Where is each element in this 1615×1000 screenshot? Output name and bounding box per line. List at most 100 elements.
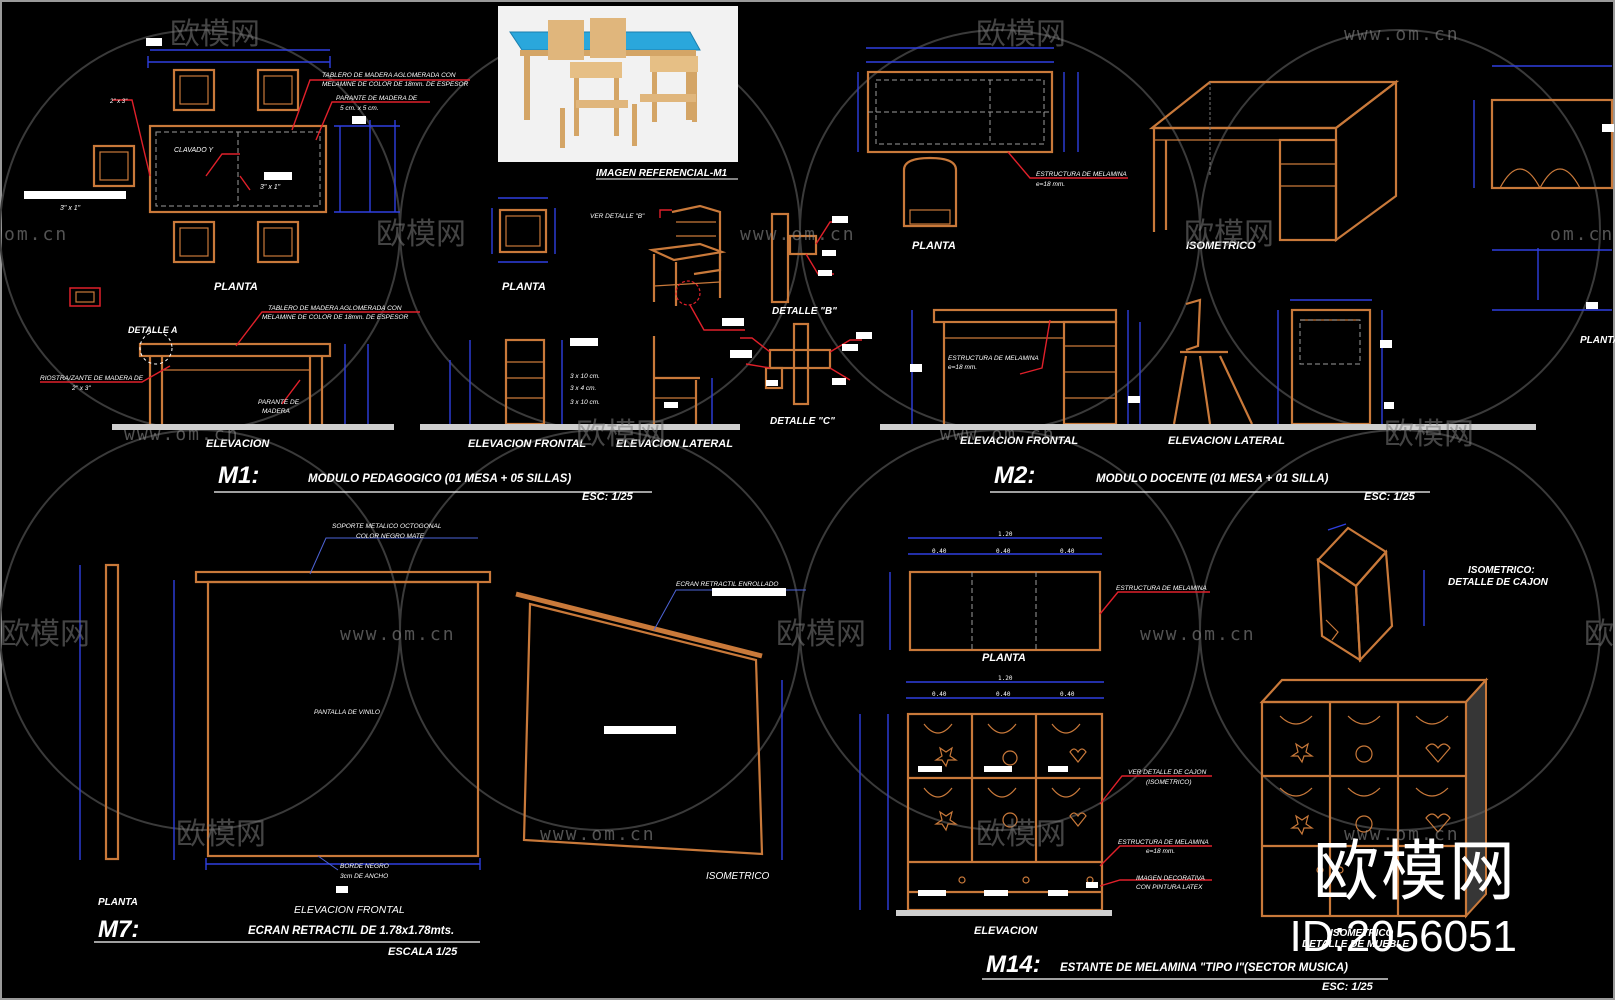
m1-note-riostra-2: 2" x 3": [71, 385, 91, 392]
m1-elevacion-label: ELEVACION: [206, 438, 270, 450]
m1-dim-c: 3 x 10 cm.: [570, 399, 600, 406]
m14-drawer-iso: [1316, 523, 1425, 663]
m14-dim-total-elev: 1.20: [998, 675, 1013, 682]
m14-note-ver-detalle-2: (ISOMETRICO): [1146, 779, 1192, 786]
watermark-brand-3: 欧模网: [376, 217, 466, 252]
watermark-url-10: www.om.cn: [1344, 824, 1460, 845]
watermark-brand-6: 欧模网: [1384, 417, 1474, 452]
brand-logo-text: 欧模网: [1313, 833, 1517, 910]
watermark-brand-11: 欧模网: [976, 817, 1066, 852]
m1-detalle-b-label: DETALLE "B": [772, 306, 837, 317]
m14-note-ver-detalle: VER DETALLE DE CAJON: [1128, 769, 1207, 776]
m7-title: ECRAN RETRACTIL DE 1.78x1.78mts.: [248, 925, 454, 937]
m1-note-riostra: RIOSTRA/ZANTE DE MADERA DE: [40, 375, 144, 382]
m2-scale: ESC: 1/25: [1364, 491, 1416, 503]
watermark-text: 欧模网 欧模网 www.om.cn om.cn 欧模网 www.om.cn 欧模…: [0, 17, 1615, 852]
m1-table-plan: [92, 49, 470, 264]
reference-photo: [498, 6, 738, 162]
m7-note-pantalla: PANTALLA DE VINILO: [314, 709, 380, 716]
watermark-url-9: www.om.cn: [540, 824, 656, 845]
m2-desk-iso: [1148, 79, 1400, 243]
m1-table-elevation: [40, 311, 420, 424]
m14-planta-label: PLANTA: [982, 652, 1026, 664]
m7-planta-label: PLANTA: [98, 897, 138, 908]
m2-elev-lateral-label: ELEVACION LATERAL: [1168, 435, 1285, 447]
m1-note-sec3: 2" x 3": [109, 99, 128, 105]
watermark-brand-2: 欧模网: [976, 17, 1066, 52]
m2-note-estructura: ESTRUCTURA DE MELAMINA: [1036, 171, 1127, 178]
m7-elev-frontal-label: ELEVACION FRONTAL: [294, 904, 405, 916]
m2-title: MODULO DOCENTE (01 MESA + 01 SILLA): [1096, 473, 1329, 485]
m14-furniture-iso: [1259, 677, 1489, 919]
m1-note-tablero-elev-2: MELAMINE DE COLOR DE 18mm. DE ESPESOR: [262, 314, 409, 321]
m1-scale: ESC: 1/25: [582, 491, 634, 503]
m1-note-parante-2: 5 cm. x 5 cm.: [340, 105, 379, 112]
reference-photo-label: IMAGEN REFERENCIAL-M1: [596, 168, 728, 179]
watermark-brand-9: 欧模网: [1584, 617, 1615, 652]
m2-right-partial: [1473, 65, 1614, 311]
watermark-url-3: www.om.cn: [740, 224, 856, 245]
watermark-brand-5: 欧模网: [576, 417, 666, 452]
m1-note-tablero-2: MELAMINE DE COLOR DE 18mm. DE ESPESOR: [322, 81, 469, 88]
m7-scale: ESCALA 1/25: [388, 946, 458, 958]
m7-code: M7:: [98, 916, 139, 943]
m7-screen-elevation: [173, 537, 492, 871]
watermark-brand-7: 欧模网: [0, 617, 90, 652]
m1-dim-a: 3 x 10 cm.: [570, 373, 600, 380]
m14-iso-mueble-label-2: DETALLE DE MUEBLE: [1302, 939, 1409, 950]
m14-note-estructura: ESTRUCTURA DE MELAMINA: [1116, 585, 1207, 592]
watermark-brand-1: 欧模网: [170, 17, 260, 52]
m1-note-tablero-elev: TABLERO DE MADERA AGLOMERADA CON: [268, 305, 402, 312]
m1-code: M1:: [218, 462, 259, 489]
m14-dim-elev-1: 0.40: [932, 691, 947, 698]
m1-chair-planta-label: PLANTA: [502, 281, 546, 293]
m7-note-ecran: ECRAN RETRACTIL ENROLLADO: [676, 581, 778, 588]
m1-small-detail: [69, 287, 101, 307]
m1-dim-b: 3 x 4 cm.: [570, 385, 597, 392]
m14-dim-plan-3: 0.40: [1060, 548, 1075, 555]
m1-chair-plan: [491, 197, 556, 263]
m14-plan: [889, 537, 1210, 652]
watermark-url-8: www.om.cn: [1140, 624, 1256, 645]
watermark-url-7: www.om.cn: [340, 624, 456, 645]
m1-note-parante-elev-2: MADERA: [262, 408, 290, 415]
m1-note-sec1: 3" x 1": [60, 205, 81, 212]
m14-note-imagen-2: CON PINTURA LATEX: [1136, 884, 1203, 891]
m1-chair-elevations: [449, 336, 713, 426]
m7-note-soporte-2: COLOR NEGRO MATE: [356, 533, 425, 540]
m7-screen-plan: [79, 563, 120, 861]
m14-elevacion-label: ELEVACION: [974, 925, 1038, 937]
m14-iso-mueble-label-1: ISOMETRICO: [1330, 928, 1394, 939]
m1-note-parante: PARANTE DE MADERA DE: [336, 95, 418, 102]
m1-note-clavado: CLAVADO Y: [174, 147, 215, 154]
m14-scale: ESC: 1/25: [1322, 981, 1374, 993]
watermark-url-4: om.cn: [1550, 224, 1614, 245]
m2-isometrico-label: ISOMETRICO: [1186, 240, 1256, 252]
m2-plan: [857, 47, 1128, 228]
m2-code: M2:: [994, 462, 1035, 489]
m14-code: M14:: [986, 951, 1041, 978]
m14-note-estructura-elev: ESTRUCTURA DE MELAMINA: [1118, 839, 1209, 846]
m7-note-soporte: SOPORTE METALICO OCTOGONAL: [332, 523, 442, 530]
m1-planta-label: PLANTA: [214, 281, 258, 293]
m7-isometrico-label: ISOMETRICO: [706, 871, 770, 882]
m2-planta-label: PLANTA: [912, 240, 956, 252]
watermark-brand-4: 欧模网: [1184, 217, 1274, 252]
m7-note-borde-2: 3cm DE ANCHO: [340, 873, 388, 880]
m14-iso-cajon-label-1: ISOMETRICO:: [1468, 565, 1535, 576]
m1-elev-lateral-label: ELEVACION LATERAL: [616, 438, 733, 450]
m14-dim-elev-2: 0.40: [996, 691, 1011, 698]
brand-id-text: ID:2056051: [1289, 912, 1517, 961]
watermark-url-6: www.om.cn: [940, 424, 1056, 445]
m2-elevations: [911, 298, 1383, 426]
m14-iso-cajon-label-2: DETALLE DE CAJON: [1448, 577, 1549, 588]
m1-detalle-c: [740, 322, 862, 406]
m2-note-estructura-b: e=18 mm.: [1036, 181, 1065, 188]
watermark-url-5: www.om.cn: [124, 424, 240, 445]
m2-right-planta-label: PLANTA: [1580, 335, 1615, 346]
watermark-brand-10: 欧模网: [176, 817, 266, 852]
m14-dim-elev-3: 0.40: [1060, 691, 1075, 698]
m1-note-ver-detalle: VER DETALLE "B": [590, 213, 645, 220]
